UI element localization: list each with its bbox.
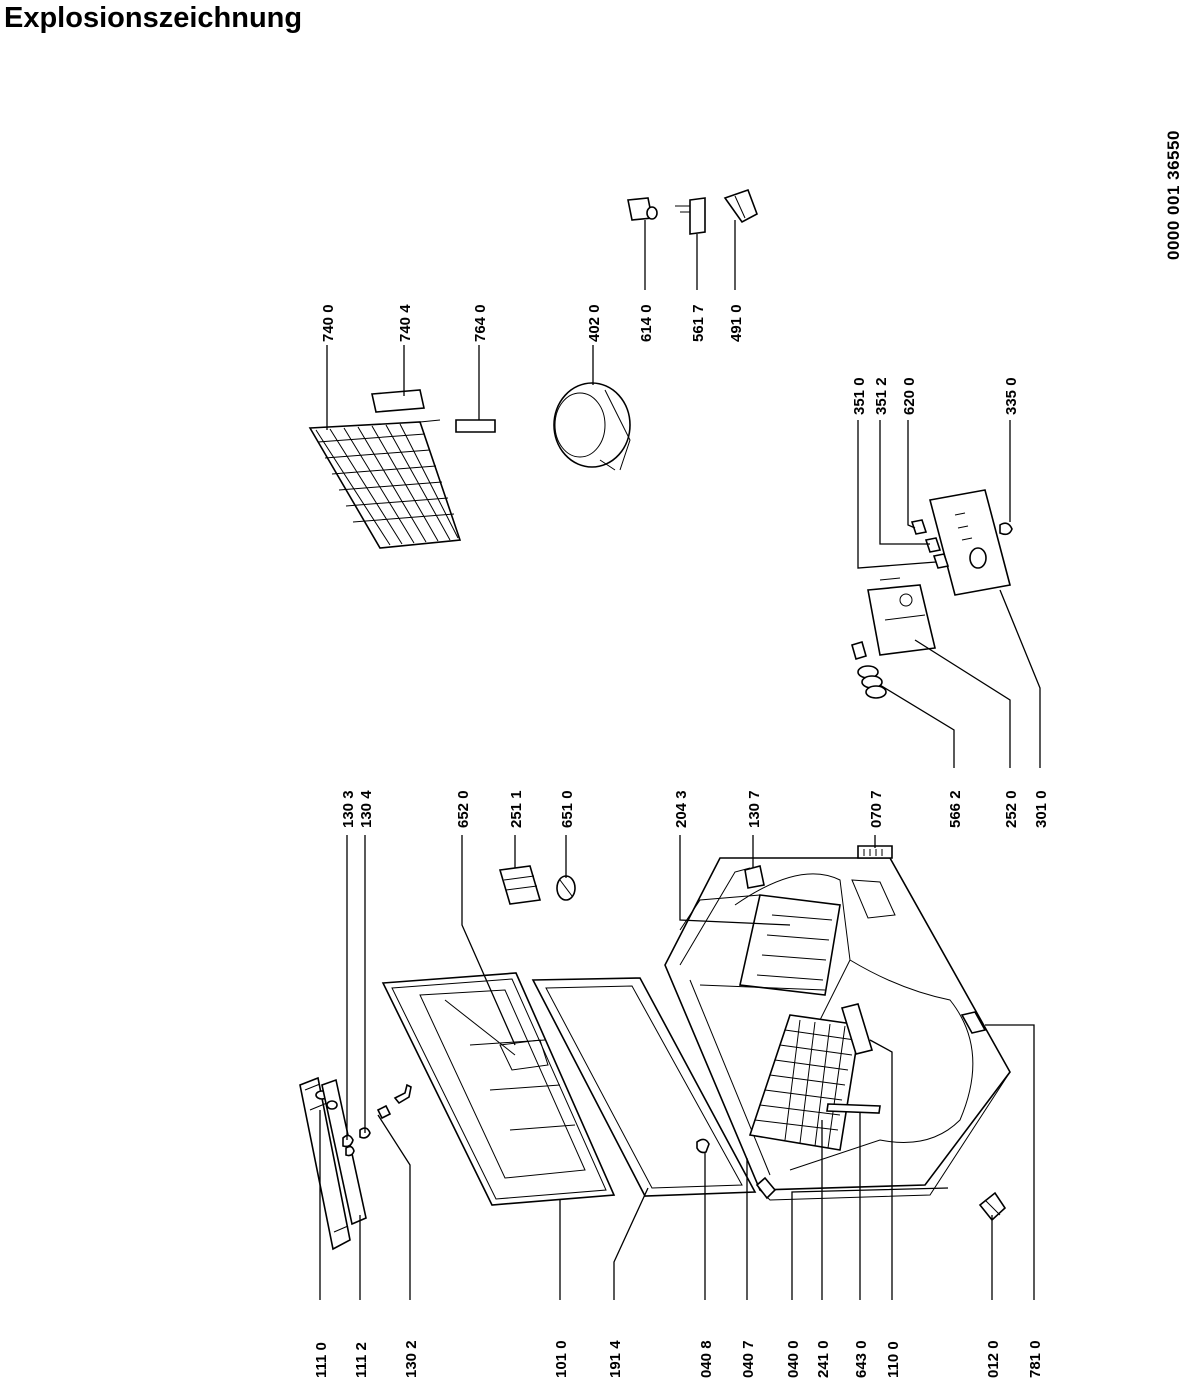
condenser-drawing [308, 419, 462, 549]
part-label-130-7: 130 7 [746, 790, 763, 828]
dryer-drawing [455, 419, 496, 433]
thermostat-coil-drawing [851, 641, 887, 699]
thermostat-housing-drawing [867, 577, 936, 656]
small-clip-drawing [696, 1138, 710, 1154]
clip-012-drawing [978, 1191, 1007, 1222]
grille-070-7-drawing [857, 845, 893, 859]
part-label-111-2: 111 2 [353, 1342, 370, 1378]
part-label-651-0: 651 0 [559, 790, 576, 828]
part-label-130-4: 130 4 [358, 790, 375, 828]
overload-561-7-drawing [675, 197, 706, 235]
part-label-402-0: 402 0 [586, 304, 603, 342]
part-label-566-2: 566 2 [947, 790, 964, 828]
lamp-drawing [556, 875, 576, 901]
bracket-740-4-drawing [371, 389, 425, 413]
leader-lines [319, 220, 1041, 1300]
hinge-plate-drawing [321, 1078, 367, 1226]
strip-643-drawing [826, 1103, 881, 1114]
part-label-620-0: 620 0 [901, 377, 918, 415]
switch-parts-drawing [910, 519, 1013, 569]
part-label-740-0: 740 0 [320, 304, 337, 342]
part-label-070-7: 070 7 [868, 790, 885, 828]
page-title: Explosionszeichnung [4, 2, 303, 34]
part-label-764-0: 764 0 [472, 304, 489, 342]
part-label-251-1: 251 1 [508, 790, 525, 828]
cover-491-0-drawing [723, 188, 758, 224]
part-label-130-3: 130 3 [340, 790, 357, 828]
part-label-241-0: 241 0 [815, 1340, 832, 1378]
part-label-040-7: 040 7 [740, 1340, 757, 1378]
part-label-351-2: 351 2 [873, 377, 890, 415]
part-labels: 111 0 111 2 130 2 101 0 191 4 040 8 040 … [313, 304, 1050, 1378]
part-label-335-0: 335 0 [1003, 377, 1020, 415]
wire-basket-drawing [748, 1014, 861, 1151]
part-label-740-4: 740 4 [397, 304, 414, 342]
part-label-204-3: 204 3 [673, 790, 690, 828]
part-label-781-0: 781 0 [1027, 1340, 1044, 1378]
small-parts-drawing [342, 1083, 412, 1157]
part-label-643-0: 643 0 [853, 1340, 870, 1378]
lid-drawing [381, 972, 616, 1206]
part-label-110-0: 110 0 [885, 1341, 902, 1378]
divider-basket-drawing [679, 894, 841, 996]
part-label-614-0: 614 0 [638, 304, 655, 342]
part-label-652-0: 652 0 [455, 790, 472, 828]
part-label-301-0: 301 0 [1033, 790, 1050, 828]
compressor-drawing [553, 382, 631, 471]
part-label-130-2: 130 2 [403, 1340, 420, 1378]
lamp-cover-drawing [498, 865, 542, 905]
control-panel-drawing [929, 489, 1011, 596]
part-label-040-8: 040 8 [698, 1340, 715, 1378]
part-label-491-0: 491 0 [728, 304, 745, 342]
part-label-040-0: 040 0 [785, 1340, 802, 1378]
relay-614-drawing [627, 197, 658, 221]
part-label-012-0: 012 0 [985, 1340, 1002, 1378]
rail-110-drawing [840, 1003, 874, 1055]
part-label-191-4: 191 4 [607, 1340, 624, 1378]
part-label-111-0: 111 0 [313, 1342, 330, 1378]
bracket-130-7-drawing [744, 865, 765, 889]
part-label-351-0: 351 0 [851, 377, 868, 415]
part-label-252-0: 252 0 [1003, 790, 1020, 828]
part-label-561-7: 561 7 [690, 304, 707, 342]
part-label-101-0: 101 0 [553, 1340, 570, 1378]
